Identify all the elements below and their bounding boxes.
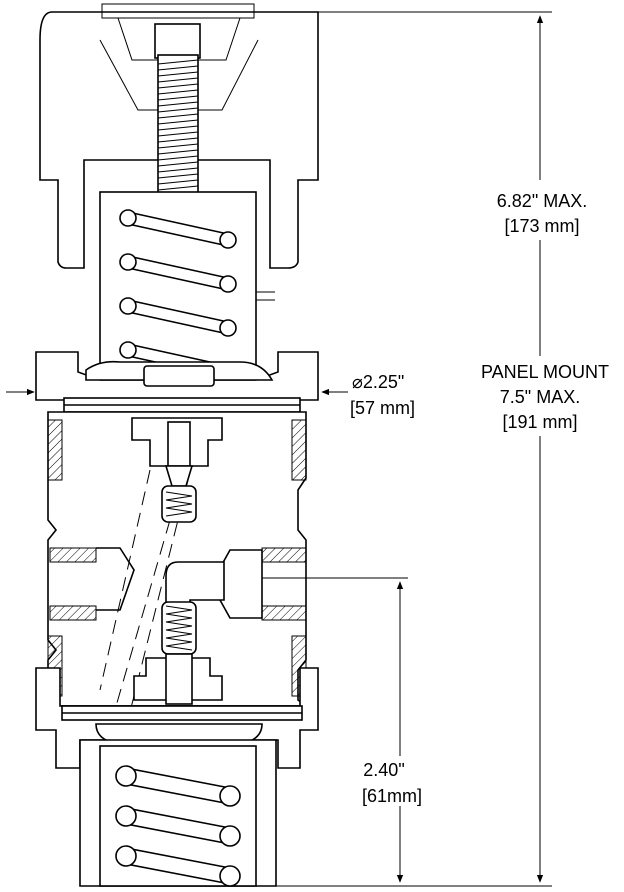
panel-mount-mm: [191 mm] [502, 412, 577, 432]
screw-thread-line [157, 77, 199, 83]
spring-coil-segment [125, 767, 231, 789]
spring-coil-segment [125, 863, 231, 885]
screw-thread-line [157, 119, 199, 125]
spring-coil-right [219, 275, 237, 293]
spring-coil-segment [127, 223, 229, 247]
panel-mount-inches: 7.5" MAX. [500, 387, 580, 407]
spring-coil-segment [125, 823, 231, 845]
spring-coil-segment [125, 847, 231, 869]
screw-thread-line [157, 173, 199, 179]
screw-thread-line [157, 89, 199, 95]
panel-nut-lower [35, 667, 319, 769]
poppet-spring [165, 491, 193, 517]
upper-valve-assembly [131, 417, 223, 523]
spring-coil-segment [127, 311, 229, 335]
spring-coil-segment [127, 267, 229, 291]
screw-thread-line [157, 167, 199, 173]
panel-mount-label: PANEL MOUNT [481, 362, 609, 382]
panel-nut-upper [35, 351, 319, 413]
spring-coil-segment [127, 299, 229, 323]
screw-thread-line [157, 95, 199, 101]
poppet-spring [165, 605, 193, 651]
overall-height-dimension [276, 11, 552, 887]
port-height-inches: 2.40" [363, 760, 404, 780]
diameter-inches: ⌀2.25" [352, 372, 404, 392]
screw-thread-line [157, 131, 199, 137]
screw-thread-line [157, 113, 199, 119]
spring-coil-left [119, 209, 137, 227]
spring-coil-right [219, 825, 241, 847]
screw-thread-line [157, 155, 199, 161]
screw-thread-line [157, 161, 199, 167]
screw-thread-line [157, 65, 199, 71]
screw-thread-line [157, 59, 199, 65]
diameter-symbol: ⌀ [352, 372, 363, 392]
screw-thread-line [157, 137, 199, 143]
overall-height-mm: [173 mm] [504, 216, 579, 236]
spring-coil-right [219, 231, 237, 249]
screw-thread-line [157, 71, 199, 77]
lower-spring [115, 765, 241, 887]
spring-coil-left [115, 845, 137, 867]
diameter-inches-value: 2.25" [363, 372, 404, 392]
overall-height-inches: 6.82" MAX. [497, 191, 587, 211]
screw-thread-line [157, 149, 199, 155]
port-height-dimension [262, 577, 408, 883]
spring-coil-right [219, 865, 241, 887]
screw-thread-line [157, 83, 199, 89]
spring-coil-segment [125, 807, 231, 829]
screw-thread-line [157, 125, 199, 131]
screw-thread-line [157, 101, 199, 107]
spring-coil-segment [125, 783, 231, 805]
spring-coil-segment [127, 255, 229, 279]
screw-thread-line [157, 143, 199, 149]
spring-coil-left [119, 297, 137, 315]
spring-coil-right [219, 785, 241, 807]
spring-coil-left [119, 341, 137, 359]
diameter-mm: [57 mm] [350, 398, 415, 418]
spring-housing [79, 739, 277, 887]
spring-coil-left [115, 765, 137, 787]
port-height-mm: [61mm] [362, 786, 422, 806]
spring-coil-segment [127, 211, 229, 235]
screw-thread-line [157, 179, 199, 185]
spring-coil-right [219, 319, 237, 337]
screw-thread-line [157, 185, 199, 191]
regulator-body [47, 411, 309, 721]
lower-valve-assembly [133, 601, 223, 705]
spring-coil-left [115, 805, 137, 827]
spring-coil-left [119, 253, 137, 271]
screw-thread-line [157, 107, 199, 113]
